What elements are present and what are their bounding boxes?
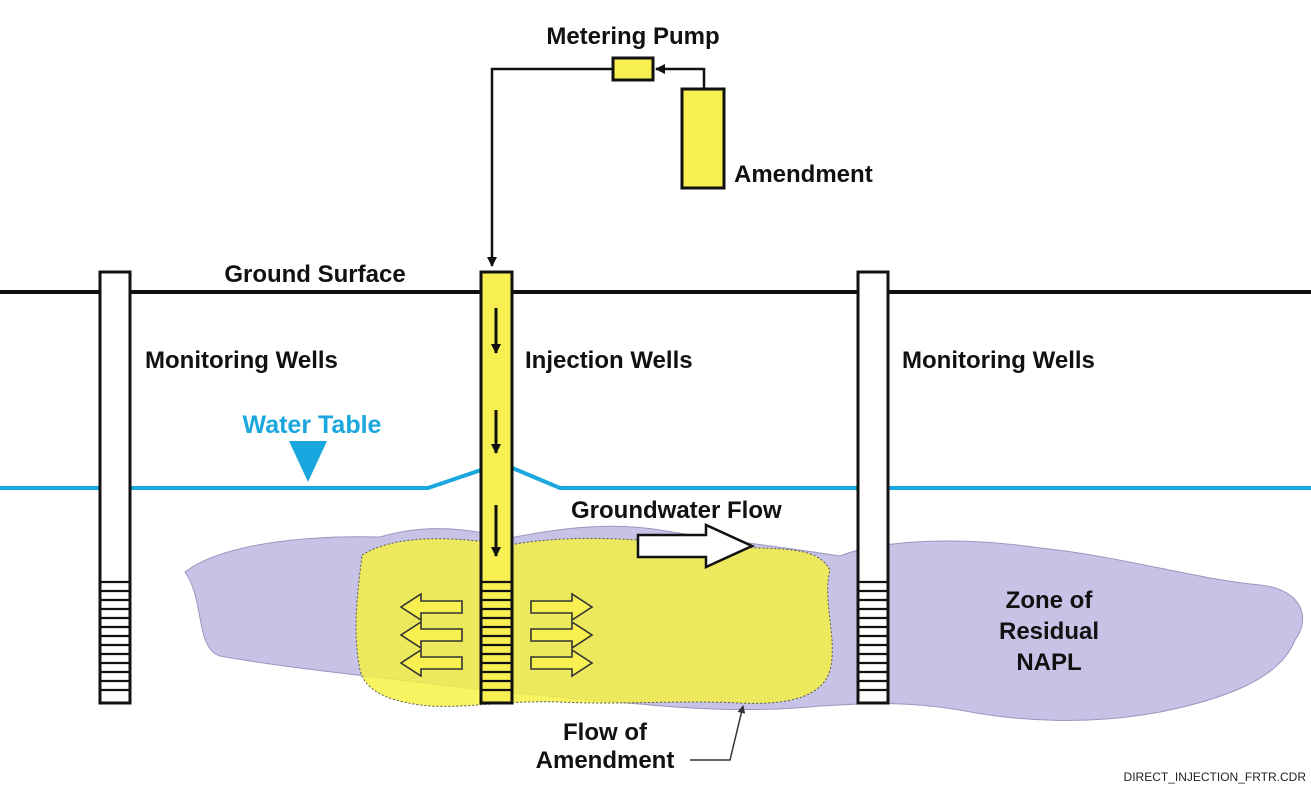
well-screen-right	[858, 580, 888, 692]
flow-of-amendment-label-line1: Flow of	[563, 719, 648, 746]
groundwater-flow-label: Groundwater Flow	[571, 497, 782, 524]
left-arrow-icon	[399, 620, 463, 650]
monitoring-well-left	[98, 270, 132, 705]
amendment-tank-label: Amendment	[734, 161, 873, 188]
metering-pump	[611, 56, 655, 82]
groundwater-flow-arrow-icon	[636, 523, 756, 569]
flow-of-amendment-label-line2: Amendment	[536, 747, 675, 774]
lateral-arrows-right	[530, 592, 594, 678]
napl-label-line3: NAPL	[1016, 649, 1081, 676]
monitoring-well-right	[856, 270, 890, 705]
right-arrow-icon	[530, 620, 594, 650]
left-arrow-icon	[399, 648, 463, 678]
well-screen-left	[100, 580, 130, 692]
monitoring-wells-right-label: Monitoring Wells	[902, 347, 1095, 374]
monitoring-wells-left-label: Monitoring Wells	[145, 347, 338, 374]
flow-of-amendment-leader	[690, 705, 746, 761]
water-table-line	[0, 465, 1311, 490]
injection-screen	[481, 580, 512, 692]
right-arrow-icon	[530, 648, 594, 678]
pump-to-well-pipe	[487, 67, 613, 267]
water-table-marker-icon	[289, 441, 327, 482]
amendment-plume	[355, 537, 833, 707]
napl-label-line1: Zone of	[1006, 587, 1094, 614]
tank-to-pump-pipe	[655, 64, 706, 89]
right-arrow-icon	[530, 592, 594, 622]
amendment-tank	[680, 87, 726, 190]
lateral-arrows-left	[399, 592, 463, 678]
metering-pump-label: Metering Pump	[546, 23, 719, 50]
left-arrow-icon	[399, 592, 463, 622]
water-table-label: Water Table	[243, 411, 382, 439]
ground-surface-label: Ground Surface	[224, 261, 405, 288]
injection-wells-label: Injection Wells	[525, 347, 693, 374]
injection-well	[479, 270, 514, 705]
file-credit: DIRECT_INJECTION_FRTR.CDR	[1124, 770, 1307, 784]
napl-label-line2: Residual	[999, 618, 1099, 645]
